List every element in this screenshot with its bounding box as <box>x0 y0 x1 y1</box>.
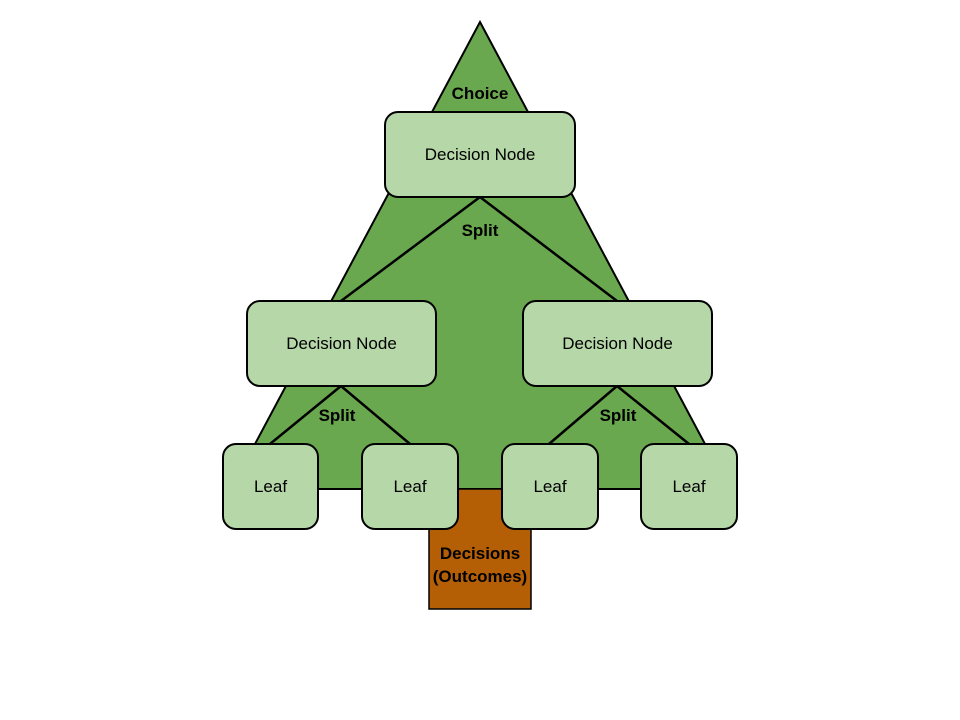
leaf-2: Leaf <box>361 443 459 530</box>
trunk-label-line2: (Outcomes) <box>432 567 528 586</box>
connector-left-leaf1 <box>269 385 342 445</box>
split-label-left: Split <box>318 406 356 425</box>
left-decision-node: Decision Node <box>246 300 437 387</box>
split-label-root: Split <box>461 221 499 240</box>
leaf-3: Leaf <box>501 443 599 530</box>
connector-root-right <box>479 196 618 302</box>
connector-right-leaf3 <box>548 385 618 445</box>
connector-right-leaf4 <box>616 385 690 445</box>
connector-root-left <box>340 195 481 303</box>
split-label-right: Split <box>599 406 637 425</box>
choice-label: Choice <box>451 84 509 103</box>
root-decision-node: Decision Node <box>384 111 576 198</box>
right-decision-node: Decision Node <box>522 300 713 387</box>
leaf-4: Leaf <box>640 443 738 530</box>
leaf-1: Leaf <box>222 443 319 530</box>
connector-left-leaf2 <box>340 385 411 445</box>
trunk-label-line1: Decisions <box>439 544 521 563</box>
